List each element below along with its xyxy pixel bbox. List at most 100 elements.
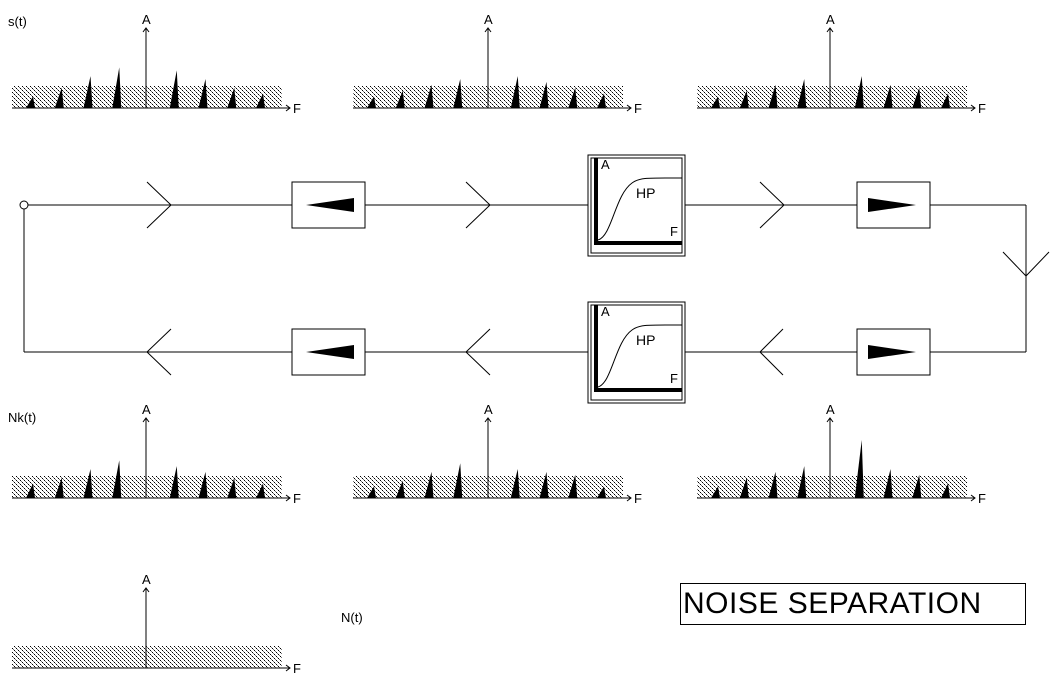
noise-floor (12, 646, 282, 668)
spectrum-plot: A Fs(t) (8, 12, 301, 116)
signal-peak (539, 81, 549, 108)
signal-peak (26, 96, 35, 108)
wedge-amplifier-icon (306, 345, 354, 359)
signal-peak (539, 471, 549, 498)
signal-peak (912, 87, 922, 108)
spectrum-plot: AF (353, 12, 642, 116)
signal-peak (26, 483, 35, 498)
axis-arrow-icon (626, 104, 632, 112)
signal-peak (424, 84, 434, 108)
signal-peak (739, 90, 749, 108)
arrow-down-icon (1002, 251, 1050, 277)
axis-arrow-icon (285, 494, 291, 502)
frequency-label: F (293, 661, 301, 673)
signal-peak (510, 469, 520, 498)
amplitude-label: A (142, 572, 151, 587)
amplifier-box (291, 181, 366, 229)
axis-arrow-icon (285, 664, 291, 672)
filter-amplitude-label: A (601, 157, 610, 172)
axis-arrow-icon (142, 417, 150, 423)
signal-peak (367, 486, 376, 498)
arrow-left-icon (465, 328, 491, 376)
noise-floor (697, 86, 967, 108)
arrow-left-icon (146, 328, 172, 376)
hp-curve-icon (597, 177, 683, 241)
signal-peak (768, 84, 778, 108)
high-pass-filter: A HP F (587, 301, 686, 404)
signal-label: s(t) (8, 14, 27, 29)
signal-peak (395, 90, 405, 108)
signal-peak (739, 477, 749, 498)
amplitude-label: A (826, 402, 835, 417)
signal-peak (169, 466, 179, 498)
axis-arrow-icon (970, 104, 976, 112)
amplitude-label: A (484, 402, 493, 417)
signal-peak (711, 486, 720, 498)
amplitude-label: A (142, 12, 151, 27)
input-node-icon (19, 200, 29, 210)
signal-peak (768, 471, 778, 498)
signal-peak (424, 471, 434, 498)
hp-curve-icon (597, 324, 683, 388)
filter-amplitude-label: A (601, 304, 610, 319)
signal-peak (54, 477, 64, 498)
wedge-amplifier-icon (868, 198, 916, 212)
signal-peak (169, 70, 179, 108)
amplifier-box (856, 328, 931, 376)
axis-arrow-icon (142, 27, 150, 33)
amplifier-box (291, 328, 366, 376)
signal-peak (198, 79, 208, 108)
noise-signal-label: N(t) (341, 610, 363, 625)
axis-arrow-icon (142, 587, 150, 593)
frequency-label: F (293, 101, 301, 116)
signal-peak (510, 76, 520, 108)
amplitude-label: A (826, 12, 835, 27)
frequency-label: F (634, 491, 642, 506)
signal-peak (395, 480, 405, 498)
spectrum-plot: AF (353, 402, 642, 506)
axis-arrow-icon (826, 27, 834, 33)
signal-peak (227, 87, 237, 108)
arrow-right-icon (759, 181, 785, 229)
signal-loop (23, 204, 1027, 353)
filter-frequency-label: F (670, 224, 678, 239)
filter-name: HP (636, 332, 655, 348)
noise-floor (697, 476, 967, 498)
frequency-label: F (634, 101, 642, 116)
spectrum-plot: AF (697, 402, 986, 506)
signal-peak (883, 469, 893, 498)
signal-peak (227, 477, 237, 498)
axis-arrow-icon (626, 494, 632, 502)
frequency-label: F (293, 491, 301, 506)
arrow-right-icon (146, 181, 172, 229)
axis-arrow-icon (285, 104, 291, 112)
frequency-label: F (978, 101, 986, 116)
signal-peak (597, 93, 606, 108)
signal-peak (54, 87, 64, 108)
axis-arrow-icon (826, 417, 834, 423)
signal-peak (83, 469, 93, 498)
signal-peak (367, 96, 376, 108)
signal-peak (568, 474, 578, 498)
signal-peak (112, 460, 122, 498)
signal-peak (854, 440, 864, 498)
frequency-label: F (978, 491, 986, 506)
high-pass-filter: A HP F (587, 154, 686, 257)
noise-floor (12, 86, 282, 108)
signal-peak (198, 471, 208, 498)
diagram-title: NOISE SEPARATION (680, 583, 1026, 625)
signal-peak (912, 474, 922, 498)
signal-peak (112, 67, 122, 108)
axis-arrow-icon (484, 417, 492, 423)
wedge-amplifier-icon (306, 198, 354, 212)
arrow-right-icon (465, 181, 491, 229)
amplifier-box (856, 181, 931, 229)
axis-arrow-icon (484, 27, 492, 33)
signal-peak (453, 79, 463, 108)
signal-peak (941, 93, 950, 108)
signal-peak (256, 93, 265, 108)
